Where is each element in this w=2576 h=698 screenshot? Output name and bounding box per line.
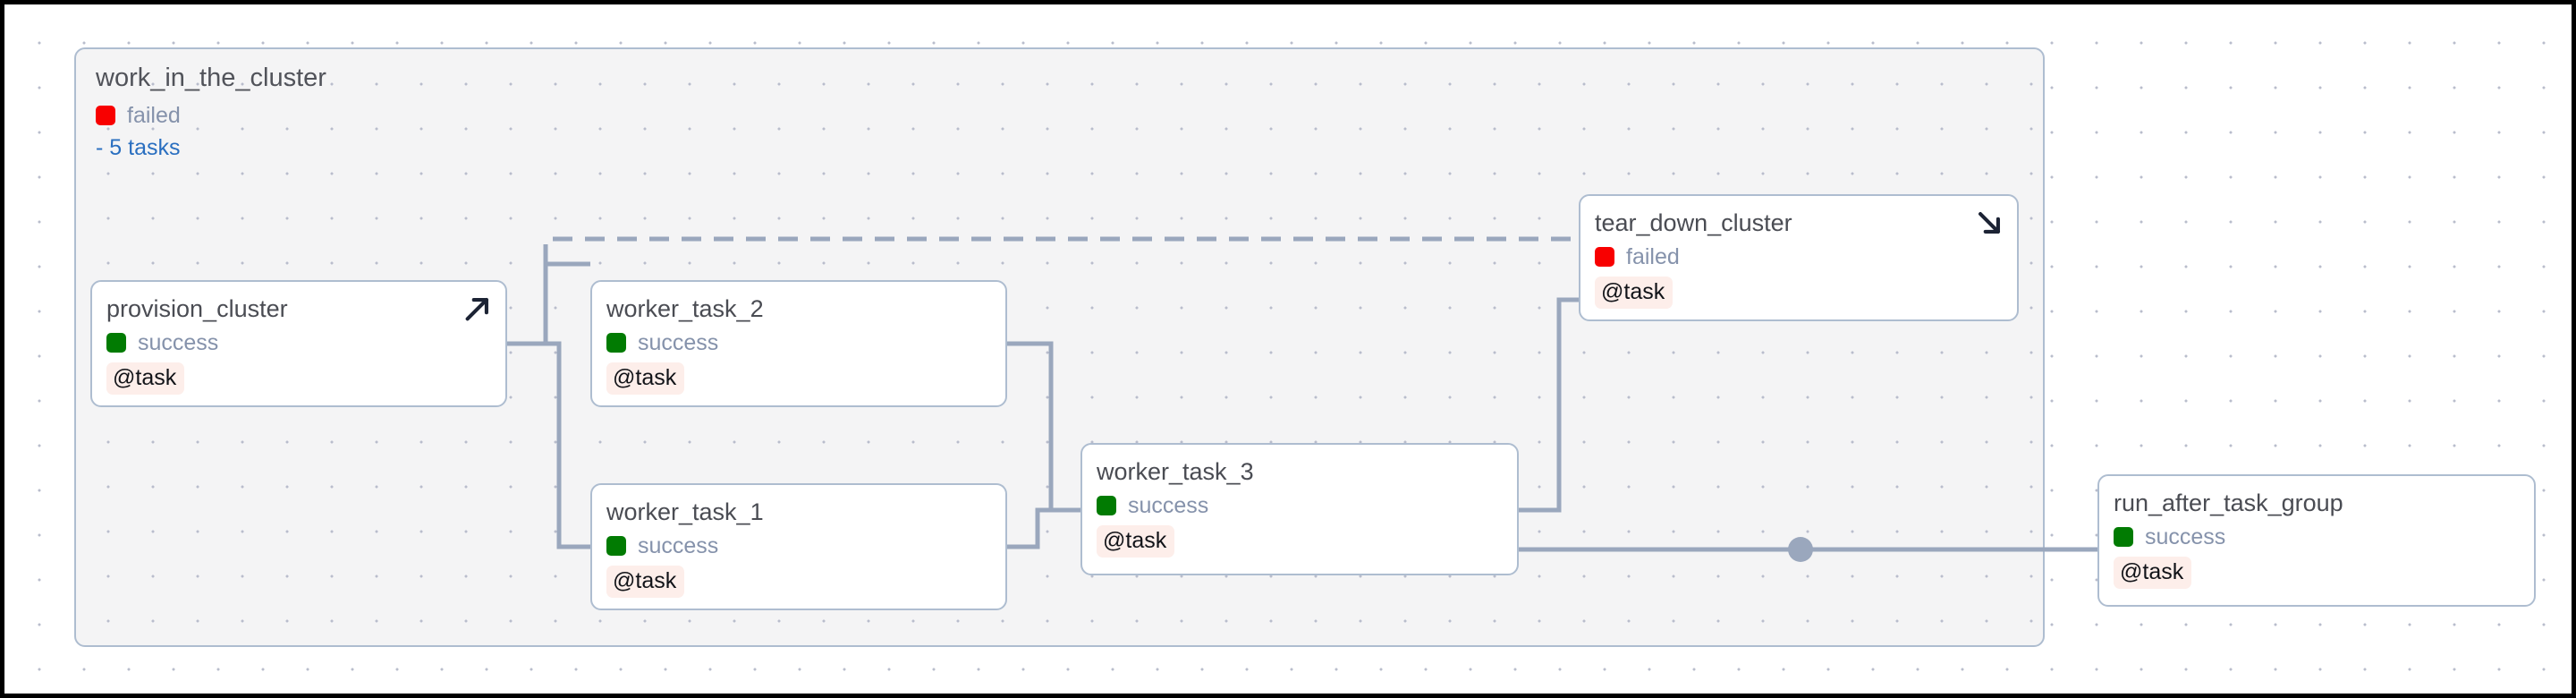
task-group-header: work_in_the_cluster failed - 5 tasks — [96, 62, 525, 161]
arrow-up-right-icon[interactable] — [462, 294, 493, 324]
task-node-status-label: success — [638, 329, 719, 355]
task-node-operator-badge: @task — [106, 362, 185, 395]
task-node-status: success — [106, 330, 489, 356]
status-swatch-success-icon — [1097, 496, 1116, 516]
task-node-status-label: failed — [1626, 243, 1680, 269]
task-node-operator-badge: @task — [1097, 524, 1175, 558]
task-node-operator-badge: @task — [1595, 276, 1674, 309]
task-group-status-label: failed — [127, 102, 181, 128]
task-node-status: success — [2114, 524, 2518, 550]
task-node-status-label: success — [138, 329, 219, 355]
task-group-title: work_in_the_cluster — [96, 64, 326, 92]
task-node-operator-badge: @task — [606, 362, 685, 395]
task-node-provision-cluster[interactable]: provision_cluster success @task — [90, 280, 507, 407]
task-node-status: failed — [1595, 244, 2001, 270]
task-node-title: tear_down_cluster — [1595, 209, 1792, 236]
status-swatch-success-icon — [106, 333, 126, 353]
task-node-operator-badge: @task — [2114, 556, 2192, 589]
task-node-title: worker_task_1 — [606, 498, 764, 525]
task-node-status-label: success — [2145, 524, 2226, 549]
task-node-title: worker_task_3 — [1097, 458, 1254, 485]
task-node-operator-badge: @task — [606, 565, 685, 598]
task-group-status: failed — [96, 103, 525, 129]
status-swatch-failed-icon — [1595, 247, 1614, 268]
task-node-status: success — [1097, 493, 1501, 519]
task-node-run-after-task-group[interactable]: run_after_task_group success @task — [2097, 474, 2536, 607]
status-swatch-success-icon — [606, 536, 626, 557]
task-node-tear-down-cluster[interactable]: tear_down_cluster failed @task — [1579, 194, 2019, 321]
task-node-status: success — [606, 533, 989, 559]
task-node-status-label: success — [638, 532, 719, 558]
task-node-title: worker_task_2 — [606, 295, 764, 322]
arrow-down-right-icon[interactable] — [1974, 208, 2004, 238]
task-node-worker-task-3[interactable]: worker_task_3 success @task — [1080, 443, 1519, 575]
task-node-title: run_after_task_group — [2114, 489, 2343, 516]
status-swatch-success-icon — [606, 333, 626, 353]
status-swatch-failed-icon — [96, 106, 115, 126]
task-node-worker-task-2[interactable]: worker_task_2 success @task — [590, 280, 1007, 407]
task-group-tasks-toggle-link[interactable]: - 5 tasks — [96, 134, 181, 160]
task-node-title: provision_cluster — [106, 295, 288, 322]
task-node-status-label: success — [1128, 492, 1209, 518]
task-node-worker-task-1[interactable]: worker_task_1 success @task — [590, 483, 1007, 610]
task-node-status: success — [606, 330, 989, 356]
status-swatch-success-icon — [2114, 527, 2133, 548]
